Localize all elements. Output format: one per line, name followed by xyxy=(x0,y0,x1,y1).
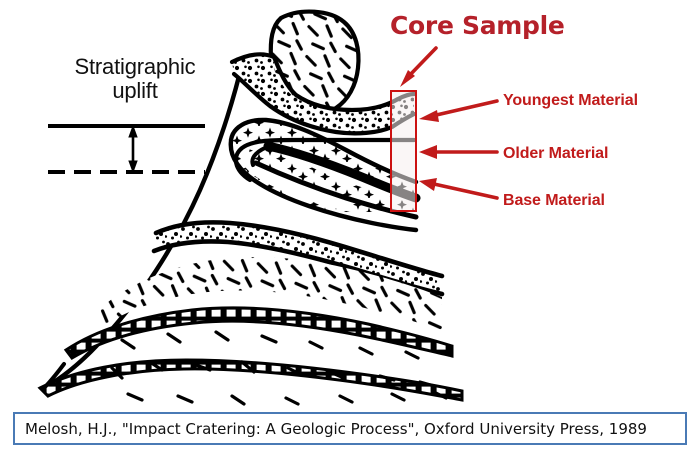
lower-fracture-marks xyxy=(110,330,448,406)
core-sample-label: Core Sample xyxy=(390,11,565,40)
core-sample-rectangle[interactable] xyxy=(390,90,417,212)
left-flank-outline xyxy=(41,57,246,391)
dark-marker-band-lower xyxy=(253,160,419,220)
arrow-core-sample xyxy=(400,46,438,87)
left-toe-edge xyxy=(42,362,66,390)
sandstone-top-contact xyxy=(153,220,445,279)
arrow-base-material xyxy=(419,178,499,200)
stratigraphic-uplift-indicator xyxy=(48,124,205,174)
label-base-material: Base Material xyxy=(503,192,605,209)
arrow-older-material xyxy=(419,145,499,159)
layer-brick-band-upper xyxy=(63,306,454,360)
label-older-material: Older Material xyxy=(503,145,609,162)
stratigraphic-uplift-label: Stratigraphic uplift xyxy=(74,54,196,103)
layer-brick-band-lower xyxy=(37,358,464,402)
citation-text: Melosh, H.J., "Impact Cratering: A Geolo… xyxy=(25,419,647,438)
label-youngest-material: Youngest Material xyxy=(503,92,638,109)
citation-box: Melosh, H.J., "Impact Cratering: A Geolo… xyxy=(13,412,687,445)
brick-band-lower-shape xyxy=(37,358,464,402)
brick-band-upper-shape xyxy=(63,306,454,360)
annotation-arrows xyxy=(400,46,499,200)
arrow-youngest-material xyxy=(419,99,499,122)
uplift-double-arrow xyxy=(128,124,138,174)
